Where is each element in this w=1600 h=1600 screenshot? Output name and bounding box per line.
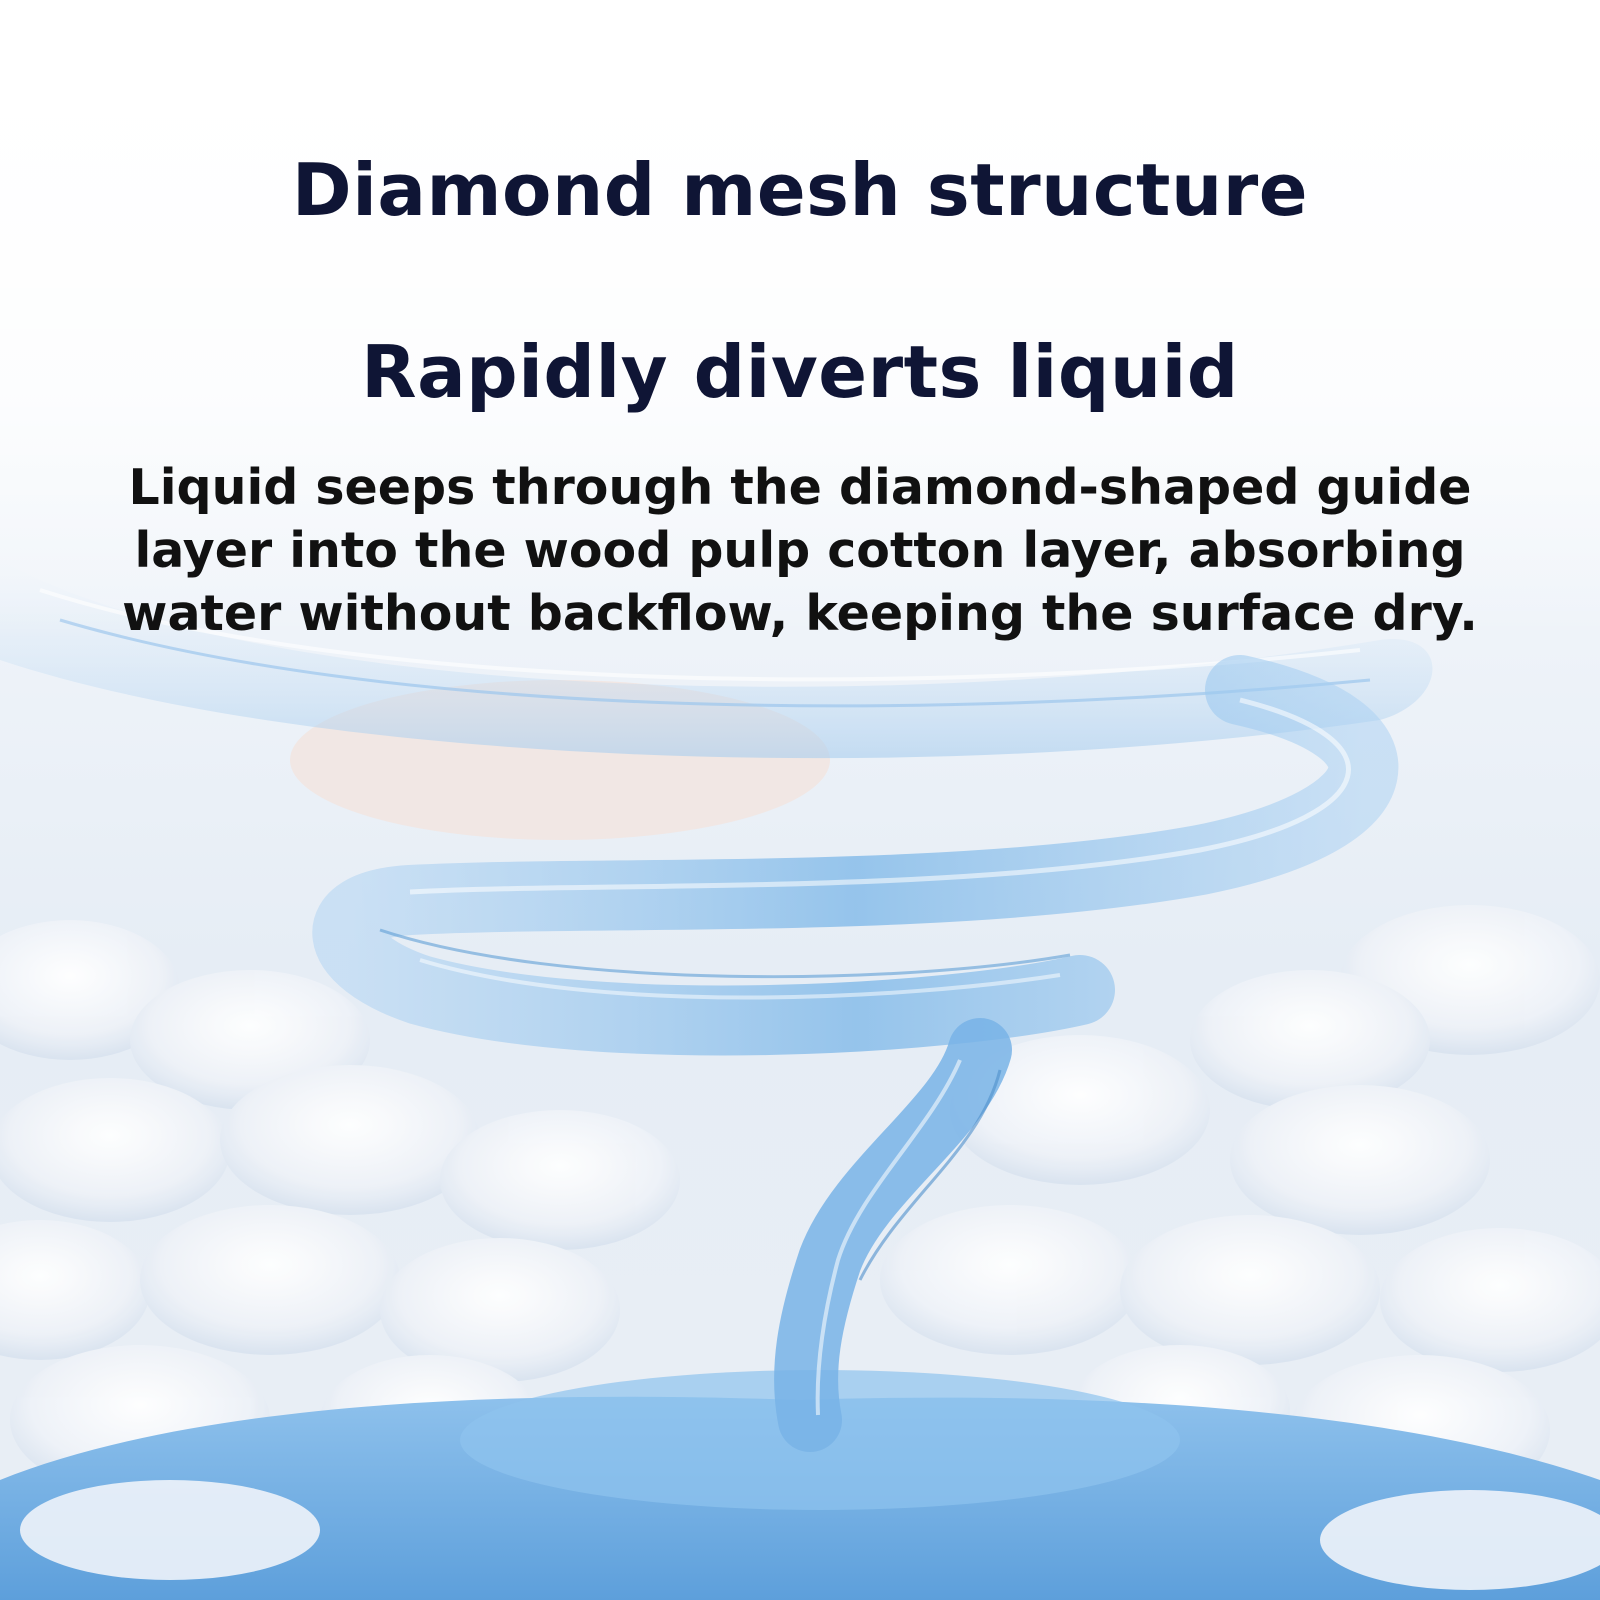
description-text: Liquid seeps through the diamond-shaped … — [122, 459, 1478, 642]
text-block: Diamond mesh structure Rapidly diverts l… — [0, 0, 1600, 700]
headline-line-2: Rapidly diverts liquid — [361, 330, 1239, 414]
liquid-spiral — [312, 655, 1399, 1452]
upper-liquid-band — [0, 560, 1433, 759]
headline-line-1: Diamond mesh structure — [291, 148, 1309, 232]
